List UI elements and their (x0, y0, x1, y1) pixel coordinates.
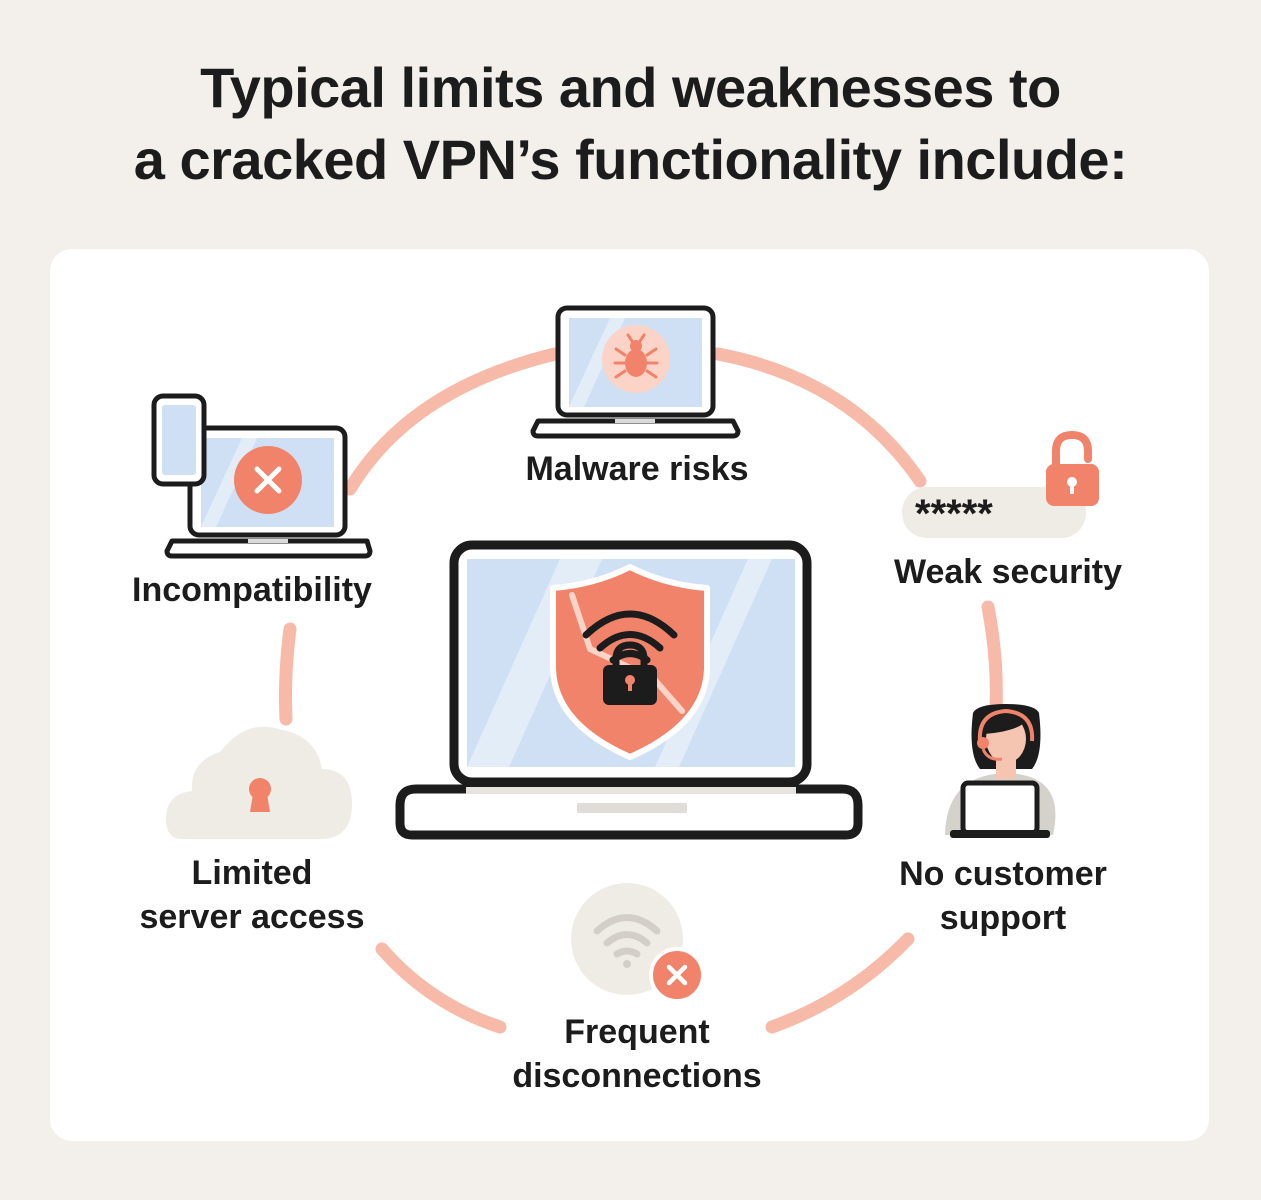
label-line: disconnections (512, 1057, 762, 1095)
locked-cloud-icon (166, 726, 352, 839)
wifi-error-icon (571, 883, 705, 1003)
infographic-card: ***** (50, 249, 1209, 1141)
support-agent-icon (945, 704, 1056, 838)
connector-security-support (981, 600, 1003, 716)
label-weak-security: Weak security (858, 550, 1158, 594)
label-line: support (939, 899, 1067, 937)
title-line-1: Typical limits and weaknesses to (200, 56, 1061, 119)
label-limited-server-access: Limited server access (102, 851, 402, 939)
label-line: server access (139, 898, 365, 936)
connector-support-disconnect (765, 932, 915, 1034)
bug-laptop-icon (530, 305, 741, 439)
connector-server-incompat (279, 622, 297, 726)
page-title: Typical limits and weaknesses to a crack… (0, 52, 1261, 196)
label-malware-risks: Malware risks (487, 447, 787, 491)
password-field (902, 487, 1086, 538)
infographic-art: ***** (151, 305, 1099, 1034)
bug-icon (613, 333, 659, 379)
connector-incompat-malware (343, 347, 562, 496)
cracked-vpn-shield-laptop-icon (395, 540, 863, 840)
connector-malware-security (711, 347, 927, 488)
connector-ring (279, 347, 1003, 1034)
label-line: Limited (191, 854, 313, 892)
unlocked-padlock-icon (902, 430, 1099, 538)
title-line-2: a cracked VPN’s functionality include: (133, 128, 1128, 191)
label-line: No customer (899, 855, 1107, 893)
label-frequent-disconnections: Frequent disconnections (487, 1010, 787, 1098)
crack-line (569, 592, 685, 714)
connector-disconnect-server (375, 942, 507, 1034)
label-line: Frequent (564, 1013, 710, 1051)
password-mask: ***** (915, 492, 993, 536)
label-line: Weak security (893, 553, 1123, 591)
label-line: Malware risks (525, 450, 749, 488)
label-line: Incompatibility (132, 571, 372, 609)
label-incompatibility: Incompatibility (102, 568, 402, 612)
label-no-customer-support: No customer support (853, 852, 1153, 940)
device-error-icon (151, 393, 373, 559)
